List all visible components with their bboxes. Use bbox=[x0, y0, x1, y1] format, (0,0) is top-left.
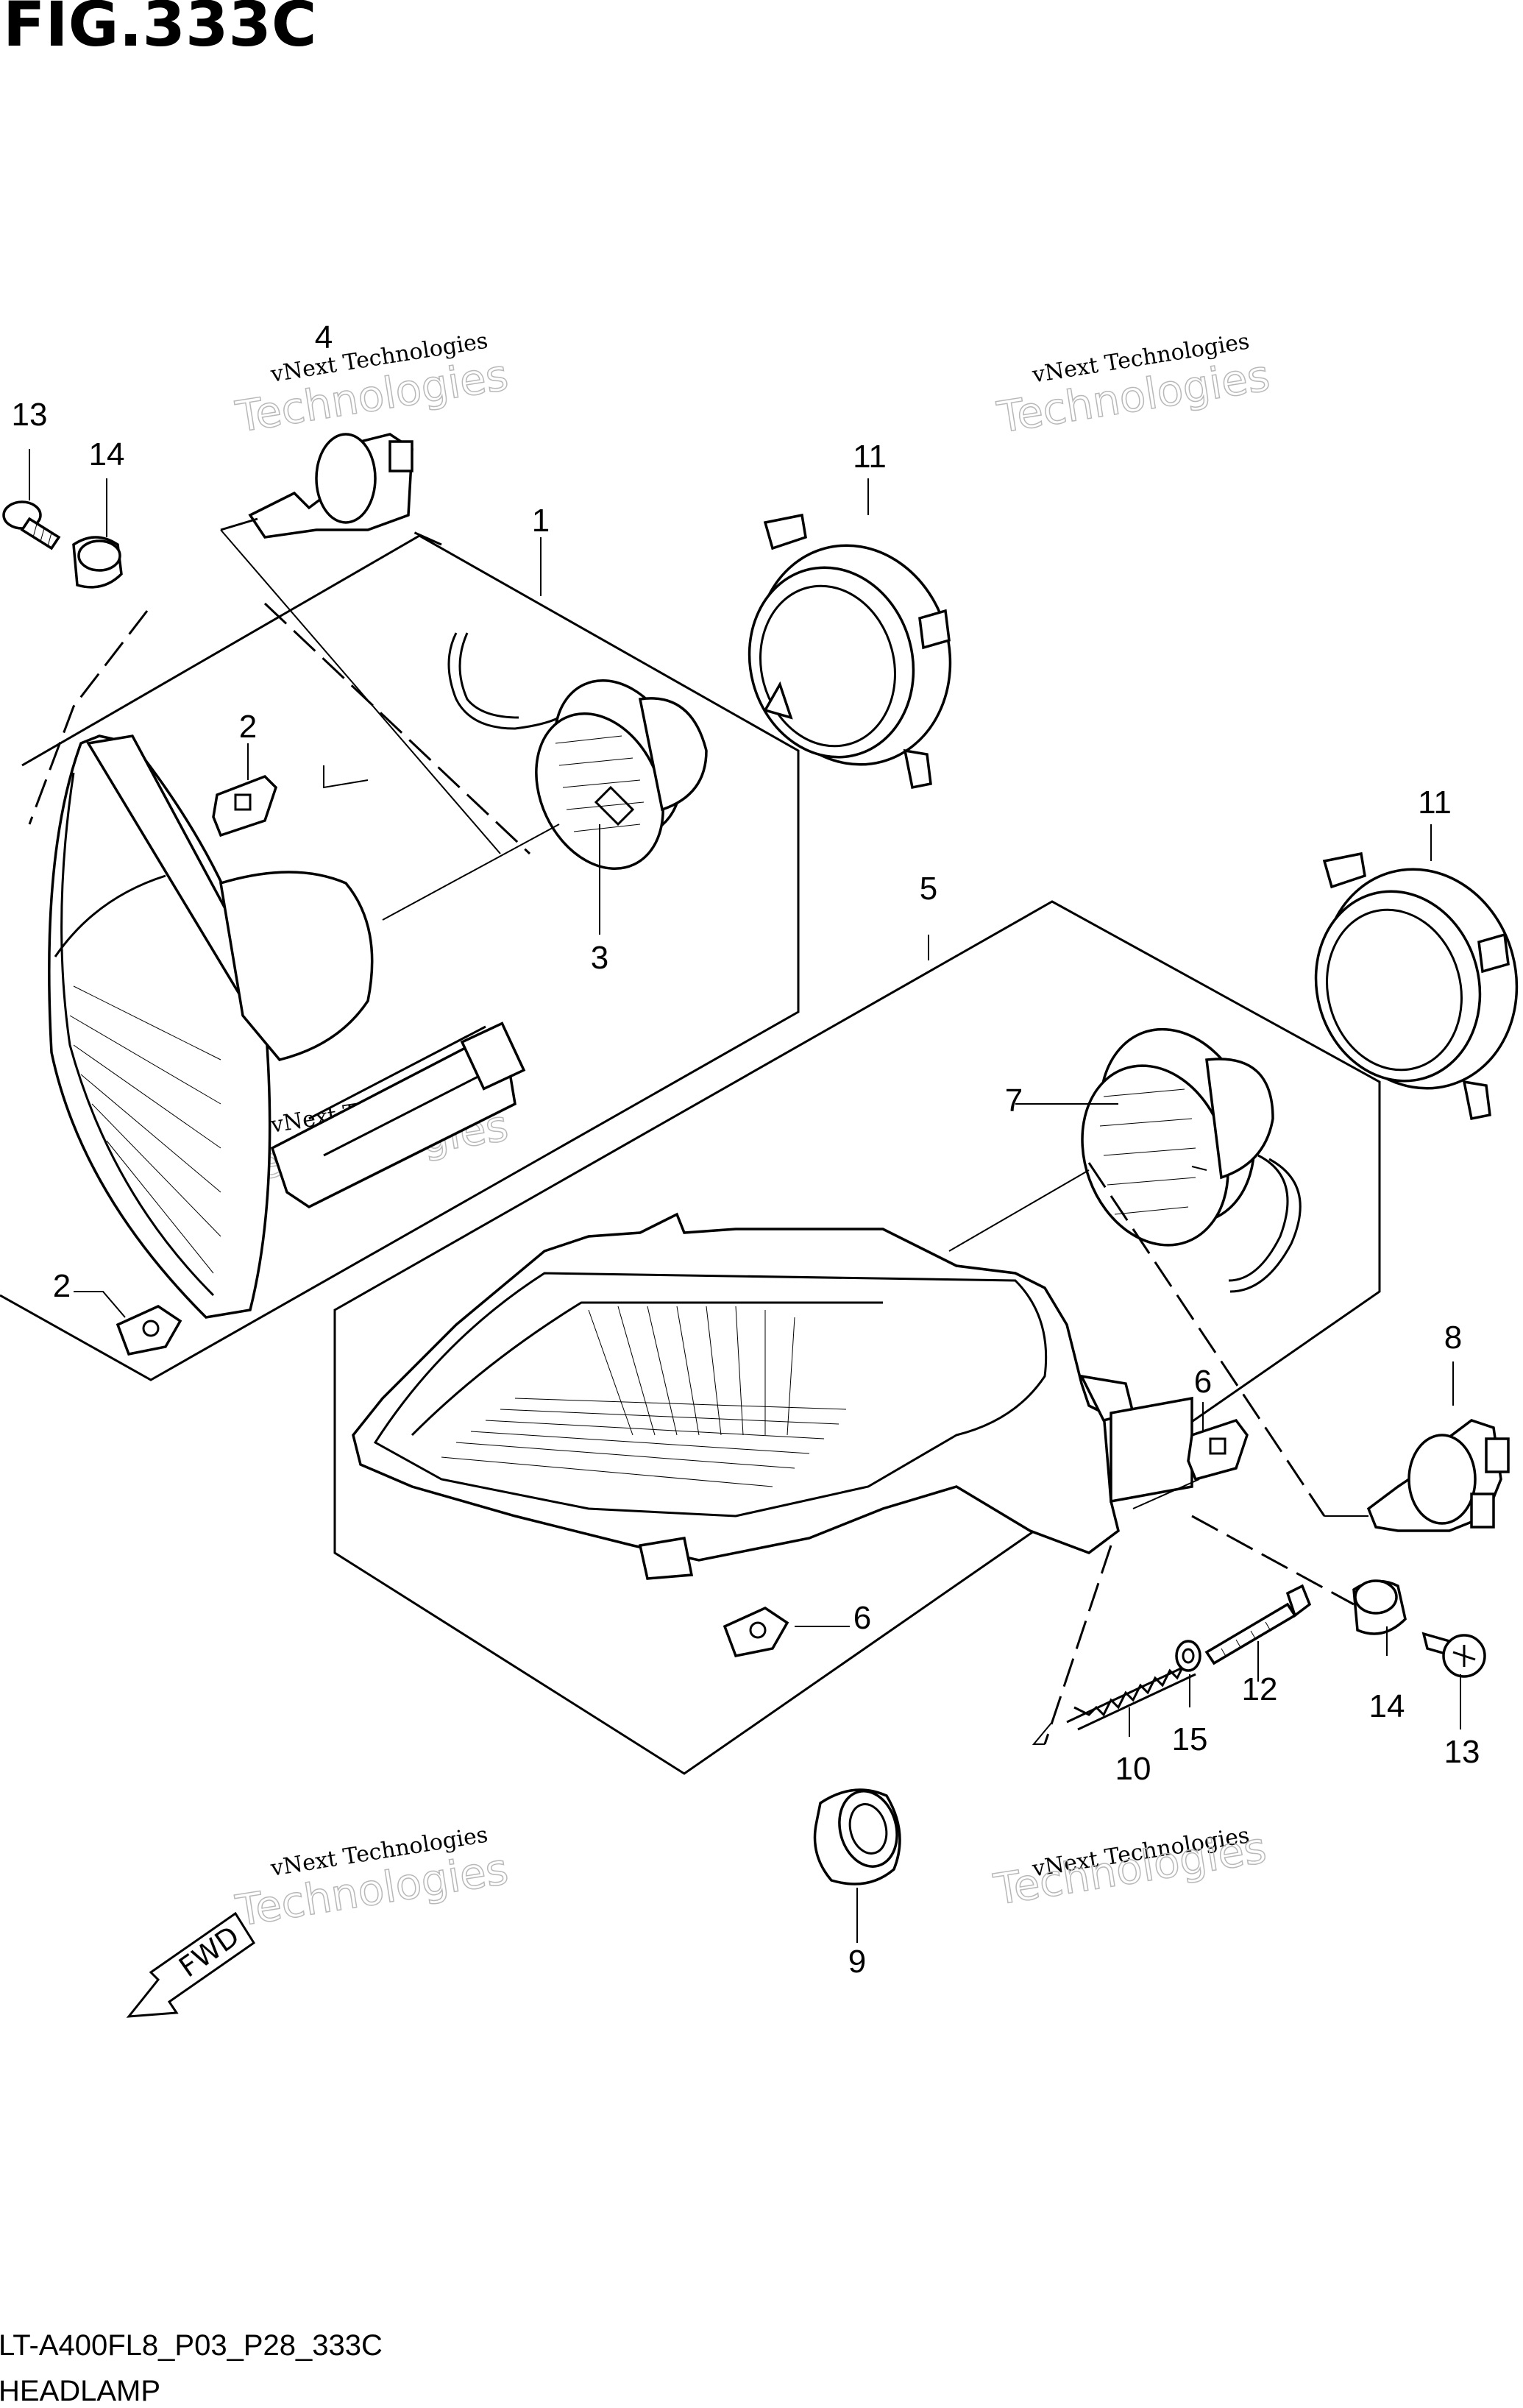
right-grommet bbox=[1352, 1579, 1407, 1635]
right-bolt bbox=[1421, 1632, 1486, 1678]
callout-11-lower: 11 bbox=[1418, 785, 1452, 821]
left-clip-lower bbox=[116, 1305, 182, 1356]
watermark-bottom-left: vNext Technologies Technologies bbox=[232, 1822, 512, 1937]
right-assembly-box bbox=[333, 900, 1381, 1775]
right-clip-upper bbox=[1187, 1418, 1249, 1481]
watermark-top-right: vNext Technologies Technologies bbox=[993, 328, 1274, 443]
callout-10: 10 bbox=[1115, 1751, 1151, 1787]
left-bolt bbox=[2, 500, 61, 550]
left-headlamp-unit bbox=[48, 734, 526, 1319]
adjuster-spring bbox=[1066, 1662, 1196, 1731]
right-bulb-socket bbox=[1081, 1027, 1302, 1293]
callout-15: 15 bbox=[1172, 1721, 1208, 1757]
callout-9: 9 bbox=[848, 1944, 866, 1980]
callout-3: 3 bbox=[591, 940, 608, 976]
bottom-grommet bbox=[813, 1788, 901, 1885]
callout-2-upper: 2 bbox=[239, 709, 257, 745]
left-grommet bbox=[72, 536, 123, 589]
callout-13-lower: 13 bbox=[1444, 1734, 1480, 1770]
left-bulb-socket bbox=[447, 632, 708, 871]
callout-5: 5 bbox=[920, 871, 937, 907]
model-code: LT-A400FL8_P03_P28_333C bbox=[0, 2329, 383, 2362]
forward-direction-arrow: FWD bbox=[126, 1911, 256, 2018]
callout-14-lower: 14 bbox=[1369, 1688, 1405, 1724]
callout-4: 4 bbox=[315, 319, 333, 355]
leader-lines bbox=[28, 449, 1461, 1943]
retainer-ring-upper bbox=[748, 513, 952, 790]
callout-6-upper: 6 bbox=[1194, 1364, 1212, 1400]
right-headlamp-unit bbox=[352, 1212, 1193, 1580]
callout-labels: 1 2 2 3 4 5 6 6 7 8 9 10 11 11 12 13 13 … bbox=[12, 319, 1480, 1980]
callout-8: 8 bbox=[1444, 1320, 1462, 1356]
callout-6-lower: 6 bbox=[853, 1600, 871, 1636]
watermark-outline-text: Technologies bbox=[990, 1822, 1270, 1915]
callout-13-upper: 13 bbox=[12, 397, 48, 433]
callout-12: 12 bbox=[1242, 1671, 1278, 1707]
left-bulb bbox=[220, 433, 413, 539]
callout-2-lower: 2 bbox=[53, 1268, 71, 1304]
left-assembly-box bbox=[0, 534, 800, 1381]
adjuster-screw bbox=[1204, 1584, 1312, 1665]
callout-7: 7 bbox=[1005, 1083, 1023, 1119]
watermark-bottom-right: vNext Technologies Technologies bbox=[990, 1822, 1270, 1916]
callout-11-upper: 11 bbox=[853, 439, 887, 475]
right-clip-lower bbox=[723, 1607, 789, 1658]
figure-name: HEADLAMP bbox=[0, 2375, 160, 2407]
watermark-top-left: vNext Technologies Technologies bbox=[232, 328, 512, 443]
retainer-ring-lower bbox=[1314, 851, 1519, 1121]
figure-title: FIG.333C bbox=[3, 0, 316, 60]
adjuster-washer bbox=[1175, 1640, 1201, 1672]
left-clip-upper bbox=[212, 774, 278, 838]
callout-14-upper: 14 bbox=[89, 436, 125, 472]
right-bulb bbox=[1366, 1419, 1510, 1532]
callout-1: 1 bbox=[532, 503, 550, 539]
